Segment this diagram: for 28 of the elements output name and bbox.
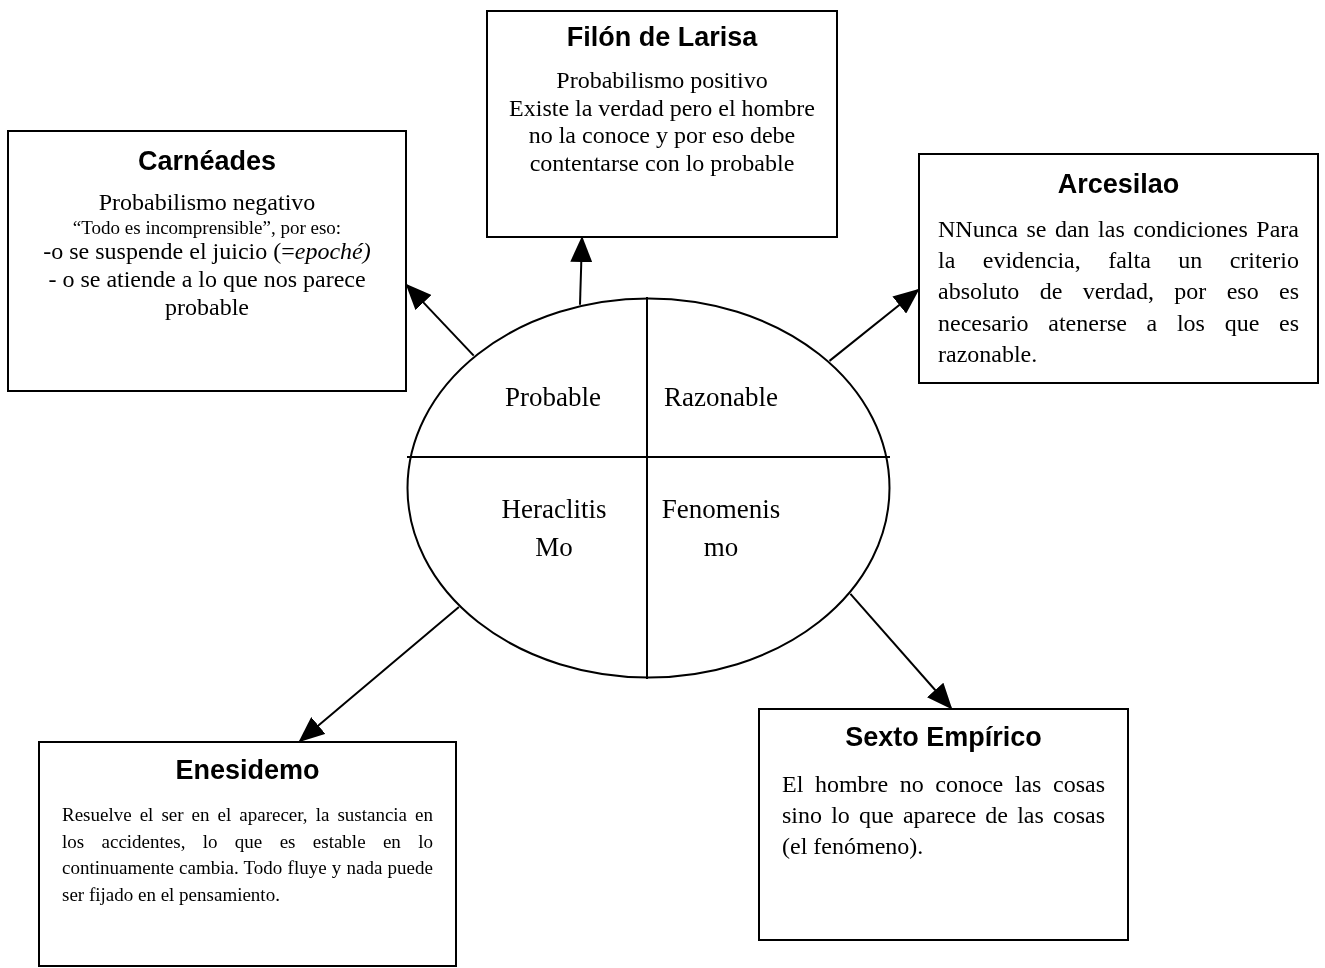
text-box — [486, 10, 838, 238]
box-text: El hombre no conoce las cosas sino lo que aparece de las cosas (el fenómeno). — [782, 770, 1105, 862]
box-text: Existe la verdad pero el hombre no la conoce y por eso debe contentarse con lo probable — [508, 94, 816, 178]
arrow — [849, 592, 953, 710]
quadrant-label: Razonable — [646, 379, 796, 417]
box-title: Filón de Larisa — [565, 22, 759, 53]
box-text: -o se suspende el juicio (=epoché) — [42, 238, 372, 267]
box-text: Probabilismo positivo — [555, 67, 769, 95]
text-box — [758, 708, 1129, 941]
box-title: Carnéades — [136, 146, 278, 177]
box-title: Sexto Empírico — [844, 722, 1043, 753]
box-text: Probabilismo negativo — [97, 189, 317, 217]
text-box — [918, 153, 1319, 384]
quadrant-label: Heraclitis Mo — [484, 491, 624, 567]
text-box — [7, 130, 407, 392]
divided-ellipse — [406, 297, 891, 679]
quadrant-label: Fenomenis mo — [646, 491, 796, 567]
box-title: Arcesilao — [1056, 169, 1181, 200]
box-title: Enesidemo — [174, 755, 321, 786]
box-text: Resuelve el ser en el aparecer, la sustancia en los accidentes, lo que es estable en lo continuamente cambia. Todo fluye y nada puede ser fijado en el pensamiento. — [62, 803, 433, 907]
arrow — [570, 236, 593, 306]
arrow — [828, 288, 920, 362]
box-text: NNunca se dan las condiciones Para la evidencia, falta un criterio absoluto de verdad, por eso es necesario atenerse a los que es razonable. — [938, 215, 1299, 369]
text-box — [38, 741, 457, 967]
box-text: “Todo es incomprensible”, por eso: — [71, 216, 343, 239]
box-text: - o se atiende a lo que nos parece probable — [47, 266, 367, 322]
quadrant-label: Probable — [488, 379, 618, 417]
arrow — [298, 606, 460, 743]
